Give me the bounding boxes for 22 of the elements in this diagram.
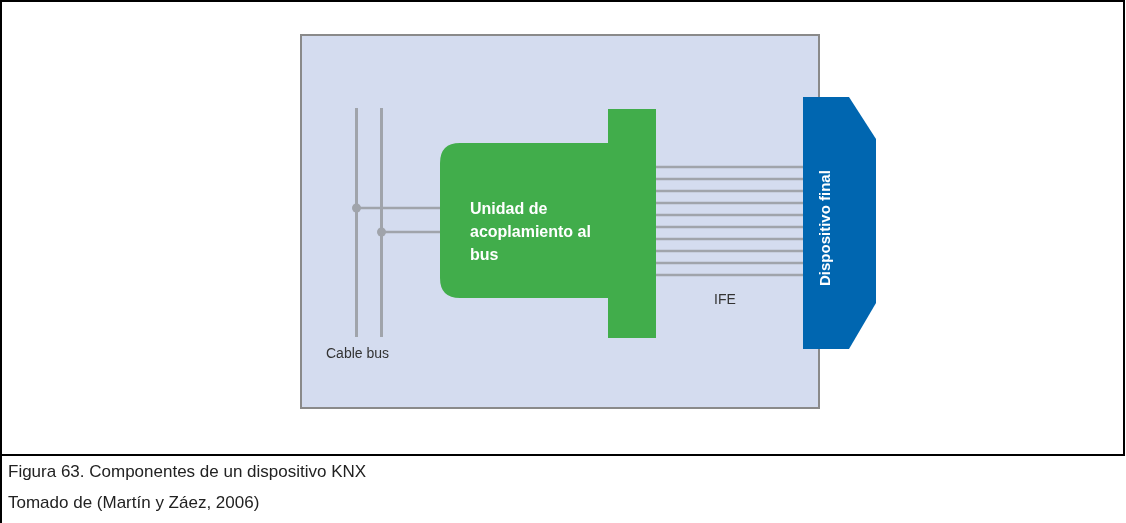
interface-line bbox=[656, 177, 803, 181]
figure-caption: Figura 63. Componentes de un dispositivo KNX bbox=[8, 462, 367, 482]
interface-line bbox=[656, 237, 803, 241]
interface-line bbox=[656, 213, 803, 217]
bus-wire bbox=[380, 108, 383, 337]
bus-connection-wire bbox=[352, 203, 440, 213]
coupler-unit-block bbox=[440, 109, 656, 338]
interface-line bbox=[656, 225, 803, 229]
bus-wire bbox=[355, 108, 358, 337]
bus-cable-label: Cable bus bbox=[326, 345, 390, 361]
interface-line bbox=[656, 165, 803, 169]
end-device-block bbox=[803, 97, 877, 349]
block-label: Unidad de acoplamiento al bus bbox=[470, 199, 592, 265]
interface-line bbox=[656, 261, 803, 265]
interface-line bbox=[656, 249, 803, 253]
interface-label: IFE bbox=[714, 291, 736, 307]
bus-connection-wire bbox=[377, 227, 440, 237]
source-note: Tomado de (Martín y Záez, 2006) bbox=[8, 493, 260, 513]
interface-line bbox=[656, 273, 803, 277]
block-label: Dispositivo final bbox=[815, 169, 834, 288]
interface-line bbox=[656, 201, 803, 205]
interface-line bbox=[656, 189, 803, 193]
